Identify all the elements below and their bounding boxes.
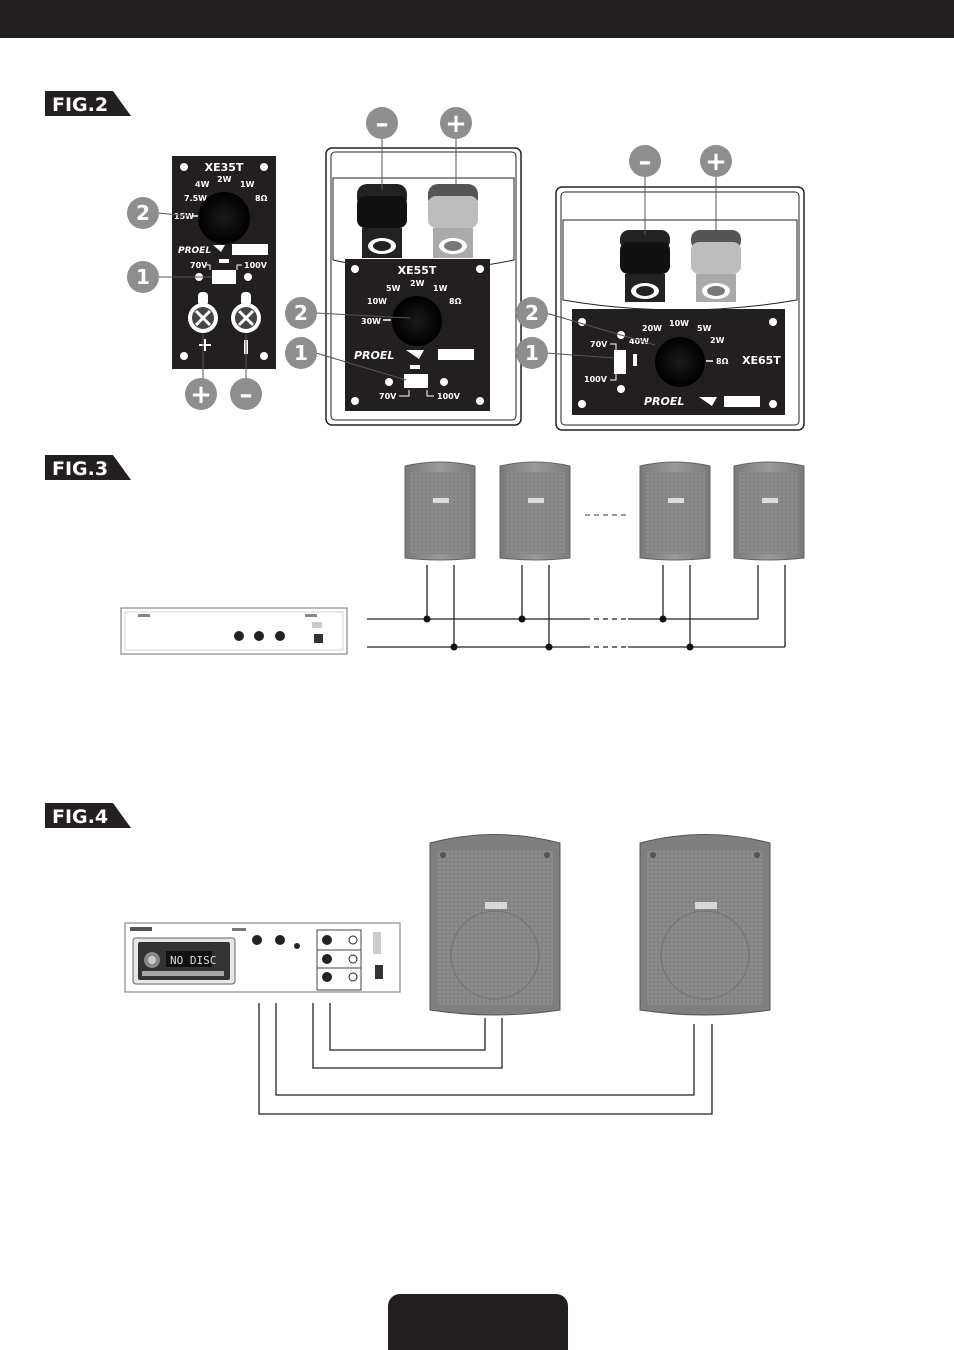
callout-2-xe35t: 2 [127,197,159,229]
fig4-speaker-left [429,834,561,1016]
xe55t-brand: PROEL [354,349,394,362]
callout-1-xe35t: 1 [127,261,159,293]
xe35t-panel: XE35T 7.5W 4W 2W 1W 8Ω 15W PROEL 70V 100… [172,156,276,369]
xe55t-voltage-switch [404,374,428,388]
xe35t-tap: 4W [195,180,210,189]
xe55t-binding-post-minus [357,184,407,258]
svg-text:FIG.4: FIG.4 [52,806,108,828]
xe35t-tap: 15W [174,212,194,221]
xe55t-tap: 30W [361,317,381,326]
xe35t-tap: 8Ω [255,194,268,203]
fig3-amplifier [120,607,348,655]
callout-2-xe65t: 2 [516,297,548,329]
fig3-speaker-1 [404,461,476,561]
svg-text:2: 2 [294,301,308,325]
xe65t-tap: 8Ω [716,357,729,366]
xe35t-voltage-switch [212,270,236,284]
xe65t-binding-post-minus [620,230,670,302]
fig3-wiring [367,565,786,651]
xe55t-minus-marker: – [366,107,398,139]
xe35t-tap: 7.5W [184,194,207,203]
svg-text:+: + [705,147,727,177]
xe65t-tap: 40W [629,337,649,346]
xe35t-brand: PROEL [178,246,211,256]
xe55t-tap: 5W [386,284,401,293]
svg-text:1: 1 [136,265,150,289]
svg-text:+: + [190,380,212,410]
xe55t-tap: 2W [410,279,425,288]
xe55t-speaker-back: XE55T 10W 5W 2W 1W 8Ω 30W PROEL 70V 100V [325,147,522,426]
callout-2-xe55t: 2 [285,297,317,329]
xe55t-voltage-right: 100V [437,392,461,401]
xe35t-voltage-left: 70V [190,261,208,270]
xe35t-tap-knob [198,192,250,244]
svg-text:2: 2 [136,201,150,225]
svg-text:–: – [376,109,389,139]
xe35t-model: XE35T [205,161,244,174]
callout-1-xe55t: 1 [285,337,317,369]
svg-text:2: 2 [525,301,539,325]
callout-1-xe65t: 1 [516,337,548,369]
xe35t-voltage-right: 100V [244,261,268,270]
page-number-tab [388,1294,568,1350]
fig3-speaker-2 [499,461,571,561]
fig3-speaker-4 [733,461,805,561]
top-header-bar [0,0,954,38]
xe55t-plus-marker: + [440,107,472,139]
xe55t-tap: 8Ω [449,297,462,306]
svg-text:+: + [445,109,467,139]
xe55t-binding-post-plus [428,184,478,258]
xe65t-minus-marker: – [629,145,661,177]
fig3-speaker-3 [639,461,711,561]
xe65t-plus-marker: + [700,145,732,177]
fig4-speaker-right [639,834,771,1016]
svg-text:–: – [639,147,652,177]
fig4-wiring [258,1003,713,1115]
fig4-player-display: NO DISC [170,954,216,967]
xe65t-voltage-switch [614,350,626,374]
xe65t-binding-post-plus [691,230,741,302]
xe35t-tap: 2W [217,175,232,184]
xe55t-voltage-left: 70V [379,392,397,401]
xe35t-plus-marker: + [185,378,217,410]
xe55t-tap: 1W [433,284,448,293]
xe55t-tap: 10W [367,297,387,306]
xe65t-brand: PROEL [644,395,684,408]
xe65t-speaker-back: 20W 10W 5W 2W 40W 8Ω XE65T 70V 100V PROE… [555,186,805,431]
xe65t-voltage-top: 70V [590,340,608,349]
xe65t-tap: 10W [669,319,689,328]
xe65t-tap-knob [655,337,705,387]
fig3-label: FIG.3 [45,455,131,480]
xe35t-terminal-plus [188,292,218,351]
xe65t-tap: 5W [697,324,712,333]
xe55t-model: XE55T [398,264,437,277]
svg-text:FIG.2: FIG.2 [52,94,108,116]
xe35t-minus-marker: – [230,378,262,410]
xe65t-tap: 20W [642,324,662,333]
xe65t-tap: 2W [710,336,725,345]
fig2-label: FIG.2 [45,91,131,116]
xe65t-voltage-bottom: 100V [584,375,608,384]
svg-text:1: 1 [294,341,308,365]
fig4-label: FIG.4 [45,803,131,828]
svg-text:1: 1 [525,341,539,365]
svg-text:FIG.3: FIG.3 [52,458,108,480]
xe35t-terminal-minus [231,292,261,354]
xe65t-model: XE65T [742,354,781,367]
fig4-player-amplifier: NO DISC [124,922,401,993]
xe55t-tap-knob [392,296,442,346]
svg-text:–: – [240,380,253,410]
xe35t-tap: 1W [240,180,255,189]
